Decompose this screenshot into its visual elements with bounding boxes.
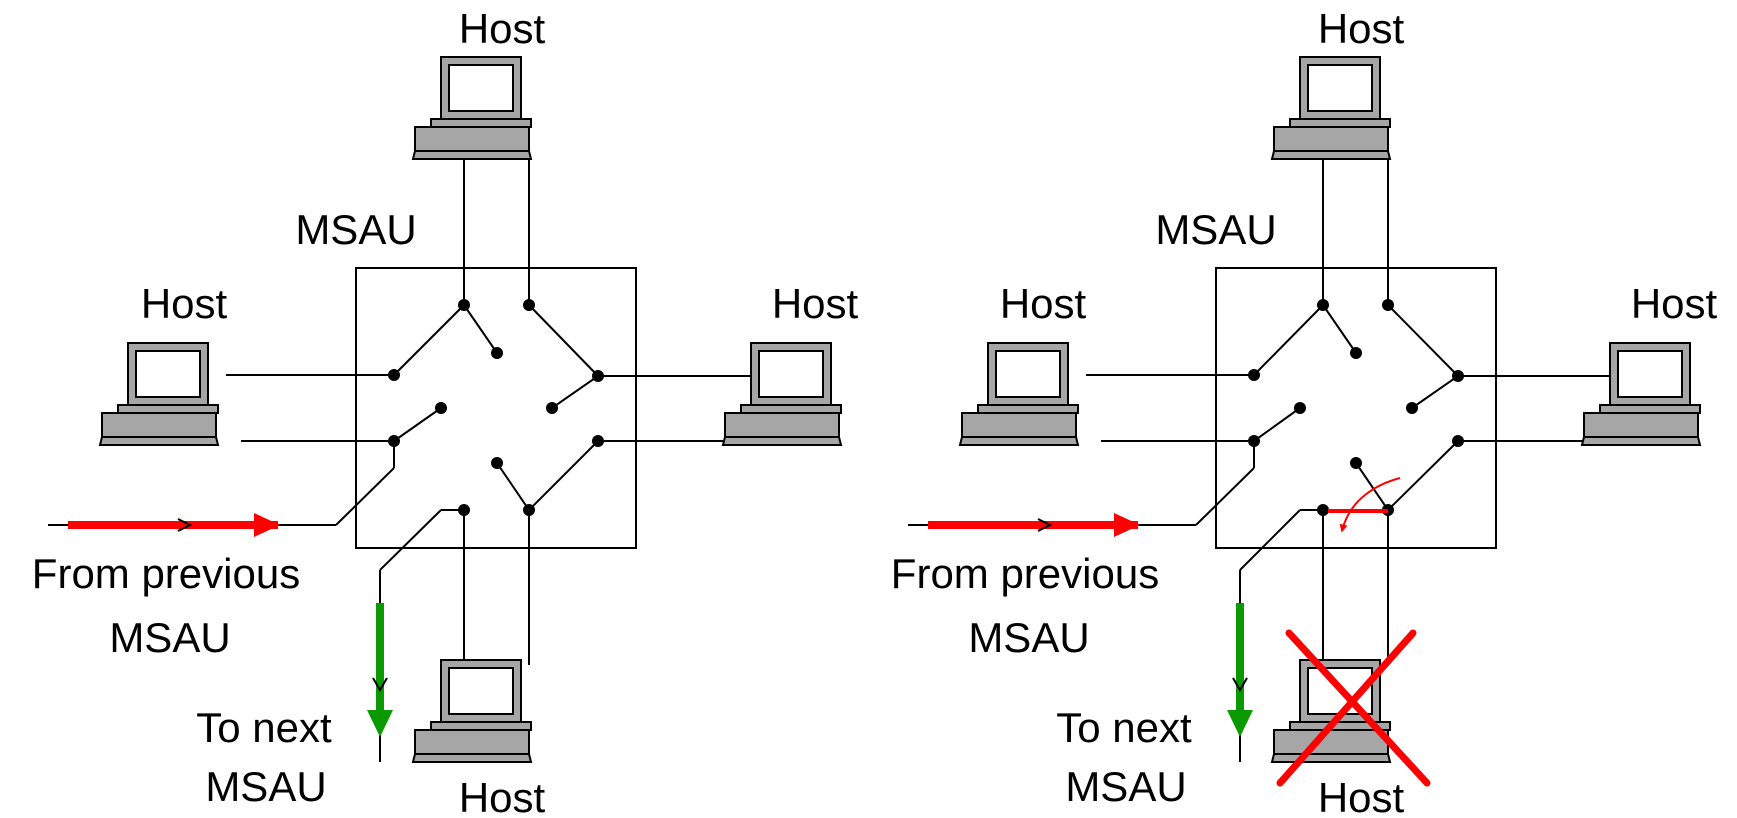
desktop-computer-icon — [1581, 342, 1701, 446]
red-x-cross-icon — [1276, 629, 1431, 787]
output-label-line2: MSAU — [1065, 763, 1186, 810]
desktop-computer-icon — [99, 342, 219, 446]
host-label-bottom: Host — [459, 774, 546, 818]
host-left — [99, 342, 219, 446]
input-label-line2: MSAU — [968, 614, 1089, 661]
desktop-computer-icon — [959, 342, 1079, 446]
panel-normal: Host Host Host Host MSAU From previous M… — [32, 5, 859, 818]
panel-bypassed: Host Host Host Host MSAU From previous M… — [891, 5, 1718, 818]
host-label-right: Host — [772, 280, 859, 327]
output-label-line2: MSAU — [205, 763, 326, 810]
relay-contacts — [388, 299, 604, 516]
host-label-right: Host — [1631, 280, 1718, 327]
host-label-top: Host — [459, 5, 546, 52]
output-label-line1: To next — [1056, 704, 1192, 751]
input-label-line1: From previous — [32, 550, 300, 597]
input-arrow — [928, 513, 1140, 537]
desktop-computer-icon — [1271, 56, 1391, 160]
host-top — [1271, 56, 1391, 160]
output-label-line1: To next — [196, 704, 332, 751]
msau-label: MSAU — [295, 206, 416, 253]
host-top — [412, 56, 532, 160]
relay-contacts — [1248, 299, 1464, 516]
desktop-computer-icon — [412, 56, 532, 160]
input-label-line2: MSAU — [109, 614, 230, 661]
msau-label: MSAU — [1155, 206, 1276, 253]
host-left — [959, 342, 1079, 446]
host-label-bottom: Host — [1318, 774, 1405, 818]
msau-box — [355, 267, 637, 549]
input-label-line1: From previous — [891, 550, 1159, 597]
desktop-computer-icon — [412, 659, 532, 763]
output-arrow — [367, 603, 393, 737]
desktop-computer-icon — [722, 342, 842, 446]
input-arrow — [68, 513, 280, 537]
msau-box — [1215, 267, 1497, 549]
output-arrow — [1227, 603, 1253, 737]
curved-arrow-icon — [1328, 477, 1401, 533]
host-label-left: Host — [1000, 280, 1087, 327]
host-label-top: Host — [1318, 5, 1405, 52]
host-right — [1581, 342, 1701, 446]
host-right — [722, 342, 842, 446]
host-bottom — [412, 659, 532, 763]
host-label-left: Host — [141, 280, 228, 327]
